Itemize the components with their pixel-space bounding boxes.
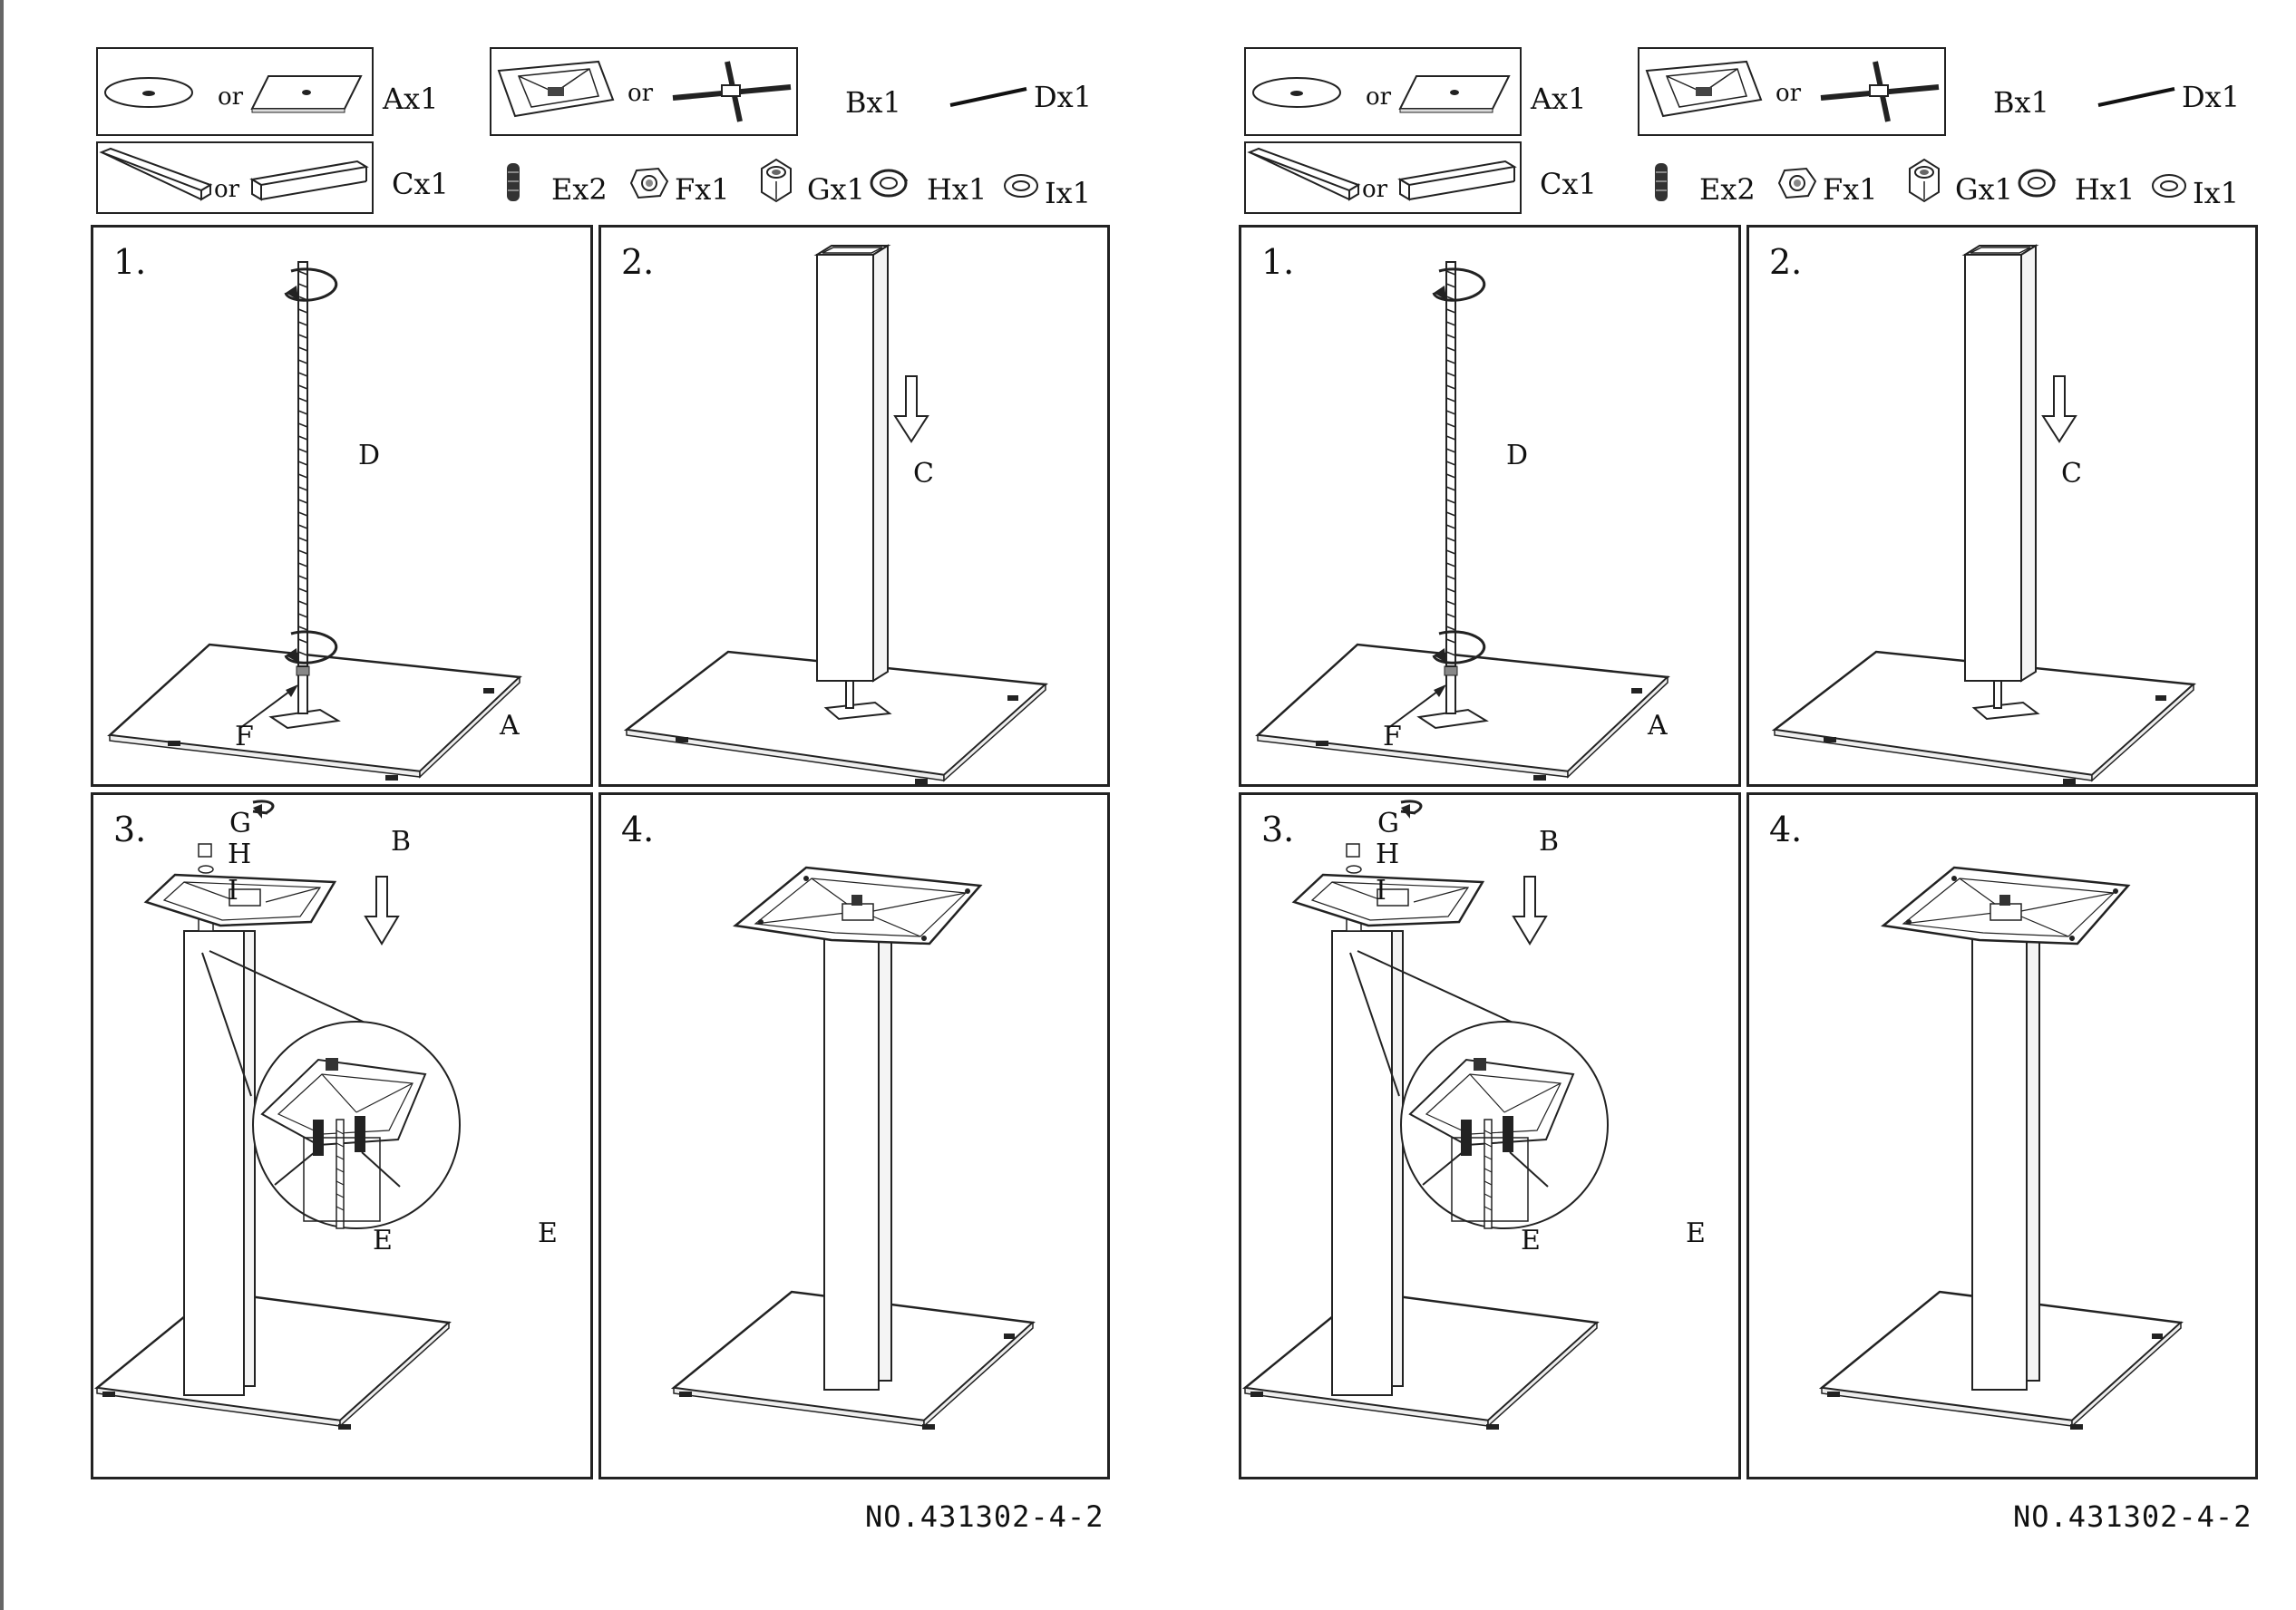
step-3-label-h: H <box>228 839 252 870</box>
step-3-label-i: I <box>228 875 238 907</box>
bolt-e-icon <box>1655 163 1668 201</box>
part-g-label: Gx1 <box>1955 172 2013 207</box>
step-3-label-e-right: E <box>1686 1217 1706 1249</box>
step-3-label-b: B <box>1539 826 1560 858</box>
part-b-or: or <box>628 80 654 107</box>
part-e-label: Ex2 <box>1699 172 1756 207</box>
step-2-panel: 2. C <box>598 225 1110 787</box>
part-i-label: Ix1 <box>2193 176 2240 210</box>
step-3-label-h: H <box>1376 839 1400 870</box>
column-options-icon <box>99 147 369 201</box>
document-number: NO.431302-4-2 <box>865 1499 1104 1534</box>
part-a-box: or <box>96 47 374 136</box>
part-c-or: or <box>214 176 240 203</box>
step-1-label-a: A <box>1648 710 1668 742</box>
step-3-number: 3. <box>1261 810 1295 849</box>
step-3-panel: 3. <box>1239 792 1741 1479</box>
part-c-label: Cx1 <box>392 167 449 201</box>
step-3-label-i: I <box>1376 875 1386 907</box>
step-1-label-f: F <box>1383 721 1402 752</box>
base-plate-options-icon <box>1252 75 1511 113</box>
step-3-panel: 3. <box>91 792 593 1479</box>
step-1-illustration <box>107 261 522 781</box>
instruction-sheet-right: or Ax1 or Bx1 Dx1 <box>1148 0 2296 1610</box>
spring-washer-h-icon <box>2018 169 2057 198</box>
washer-i-icon <box>1004 174 1038 198</box>
part-e-label: Ex2 <box>551 172 608 207</box>
part-b-box: or <box>490 47 798 136</box>
step-2-illustration <box>623 244 1048 784</box>
base-plate-options-icon <box>104 75 363 113</box>
part-g-label: Gx1 <box>807 172 865 207</box>
bolt-e-icon <box>507 163 520 201</box>
part-c-box: or <box>1244 141 1522 214</box>
step-2-number: 2. <box>1769 242 1803 282</box>
document-number: NO.431302-4-2 <box>2013 1499 2252 1534</box>
step-4-number: 4. <box>1769 810 1803 849</box>
step-2-label-c: C <box>2061 458 2082 490</box>
washer-i-icon <box>2152 174 2186 198</box>
step-1-number: 1. <box>1261 242 1295 282</box>
step-4-illustration <box>1818 866 2184 1430</box>
part-d-label: Dx1 <box>2182 80 2241 114</box>
step-3-label-e-right: E <box>538 1217 558 1249</box>
column-options-icon <box>1247 147 1517 201</box>
part-a-or: or <box>218 83 244 111</box>
nut-f-icon <box>1777 167 1817 199</box>
nut-g-icon <box>1909 158 1940 203</box>
part-b-or: or <box>1776 80 1802 107</box>
threaded-rod-icon <box>2097 87 2175 107</box>
step-4-illustration <box>670 866 1036 1430</box>
nut-f-icon <box>629 167 669 199</box>
part-b-label: Bx1 <box>1993 85 2049 120</box>
part-b-box: or <box>1638 47 1946 136</box>
step-1-illustration <box>1255 261 1670 781</box>
step-4-number: 4. <box>621 810 655 849</box>
step-3-label-b: B <box>391 826 412 858</box>
step-2-number: 2. <box>621 242 655 282</box>
part-h-label: Hx1 <box>2075 172 2135 207</box>
nut-g-icon <box>761 158 792 203</box>
part-f-label: Fx1 <box>675 172 730 207</box>
step-1-label-d: D <box>358 440 381 471</box>
step-1-panel: 1. D F A <box>91 225 593 787</box>
part-c-label: Cx1 <box>1540 167 1597 201</box>
spring-washer-h-icon <box>870 169 909 198</box>
step-2-illustration <box>1771 244 2196 784</box>
step-3-illustration <box>1241 800 1609 1430</box>
part-f-label: Fx1 <box>1823 172 1878 207</box>
step-2-panel: 2. C <box>1746 225 2258 787</box>
threaded-rod-icon <box>949 87 1027 107</box>
part-a-label: Ax1 <box>383 82 439 116</box>
part-c-box: or <box>96 141 374 214</box>
step-1-number: 1. <box>113 242 147 282</box>
step-3-label-e-left: E <box>373 1225 393 1256</box>
step-3-number: 3. <box>113 810 147 849</box>
step-2-label-c: C <box>913 458 934 490</box>
step-1-label-a: A <box>500 710 520 742</box>
part-a-box: or <box>1244 47 1522 136</box>
top-bracket-options-icon <box>1645 60 1940 122</box>
step-1-panel: 1. D F A <box>1239 225 1741 787</box>
page-edge-bar <box>0 0 4 1610</box>
part-a-or: or <box>1366 83 1392 111</box>
step-4-panel: 4. <box>1746 792 2258 1479</box>
part-h-label: Hx1 <box>927 172 987 207</box>
part-b-label: Bx1 <box>845 85 901 120</box>
part-a-label: Ax1 <box>1531 82 1587 116</box>
step-3-label-e-left: E <box>1521 1225 1541 1256</box>
step-3-label-g: G <box>1377 808 1399 839</box>
part-i-label: Ix1 <box>1045 176 1092 210</box>
step-1-label-d: D <box>1506 440 1529 471</box>
top-bracket-options-icon <box>497 60 792 122</box>
part-d-label: Dx1 <box>1034 80 1093 114</box>
step-3-illustration <box>93 800 461 1430</box>
instruction-sheet-left: or Ax1 or Bx1 Dx1 <box>91 47 1110 1534</box>
step-1-label-f: F <box>235 721 254 752</box>
step-3-label-g: G <box>229 808 251 839</box>
part-c-or: or <box>1362 176 1388 203</box>
step-4-panel: 4. <box>598 792 1110 1479</box>
